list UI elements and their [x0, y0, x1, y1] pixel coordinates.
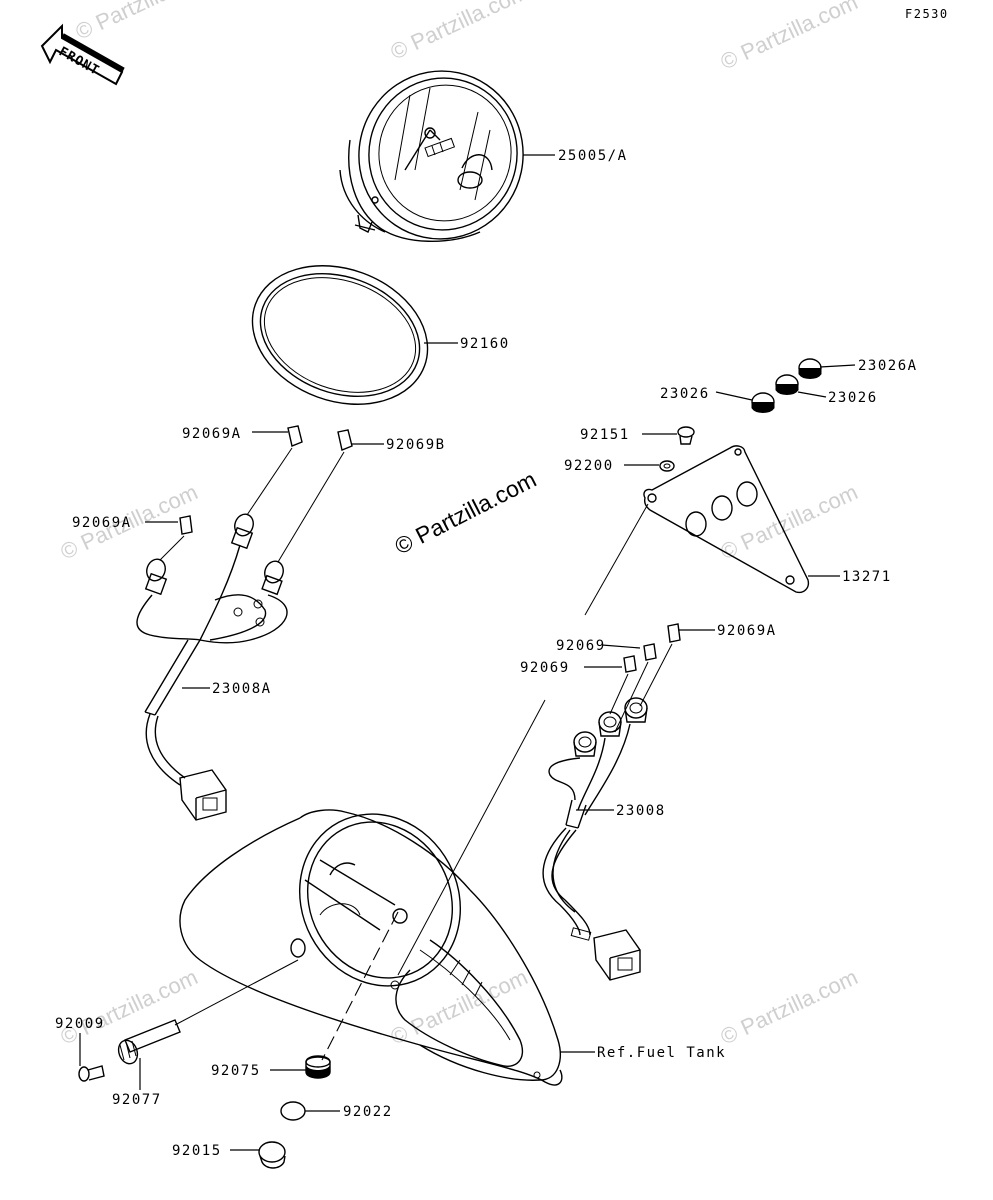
part-92022-label: 92022 [343, 1104, 393, 1120]
part-92160-label: 92160 [460, 336, 510, 352]
part-92069a-left-label: 92069A [72, 515, 132, 531]
front-arrow-icon: FRONT [40, 23, 125, 86]
part-92069-a-label: 92069 [556, 638, 606, 654]
part-25005a-label: 25005/A [558, 148, 628, 164]
part-92077-label: 92077 [112, 1092, 162, 1108]
part-92069b-label: 92069B [386, 437, 446, 453]
reference-lines [174, 503, 649, 1061]
part-23026-left-label: 23026 [660, 386, 710, 402]
part-92009-label: 92009 [55, 1016, 105, 1032]
watermark: © Partzilla.com [717, 964, 862, 1049]
watermark: © Partzilla.com [57, 964, 202, 1049]
bottom-small-parts [78, 1019, 340, 1169]
watermark: © Partzilla.com [387, 0, 532, 65]
part-23026-right-label: 23026 [828, 390, 878, 406]
speedometer [339, 70, 555, 242]
part-92015-label: 92015 [172, 1143, 222, 1159]
part-ref-fuel-tank-label: Ref.Fuel Tank [597, 1045, 726, 1061]
gasket-ring [251, 265, 458, 405]
indicator-bracket-plate [643, 445, 840, 594]
watermark: © Partzilla.com [717, 479, 862, 564]
part-92069-b-label: 92069 [520, 660, 570, 676]
part-23026a-label: 23026A [858, 358, 918, 374]
part-23008-label: 23008 [616, 803, 666, 819]
screw-and-washer [624, 426, 695, 472]
fuel-tank-cover [179, 809, 595, 1086]
part-92200-label: 92200 [564, 458, 614, 474]
wiring-harness-right [542, 623, 715, 981]
watermark: © Partzilla.com [717, 0, 862, 75]
part-13271-label: 13271 [842, 569, 892, 585]
part-92151-label: 92151 [580, 427, 630, 443]
part-92075-label: 92075 [211, 1063, 261, 1079]
wiring-harness-left [136, 425, 384, 821]
indicator-caps [715, 358, 856, 413]
part-92069a-right-label: 92069A [717, 623, 777, 639]
part-23008a-label: 23008A [212, 681, 272, 697]
watermark: © Partzilla.com [72, 0, 217, 45]
part-92069a-top-label: 92069A [182, 426, 242, 442]
figure-code: F2530 [905, 7, 949, 21]
watermark: © Partzilla.com [387, 964, 532, 1049]
watermark-center: © Partzilla.com [390, 466, 540, 560]
